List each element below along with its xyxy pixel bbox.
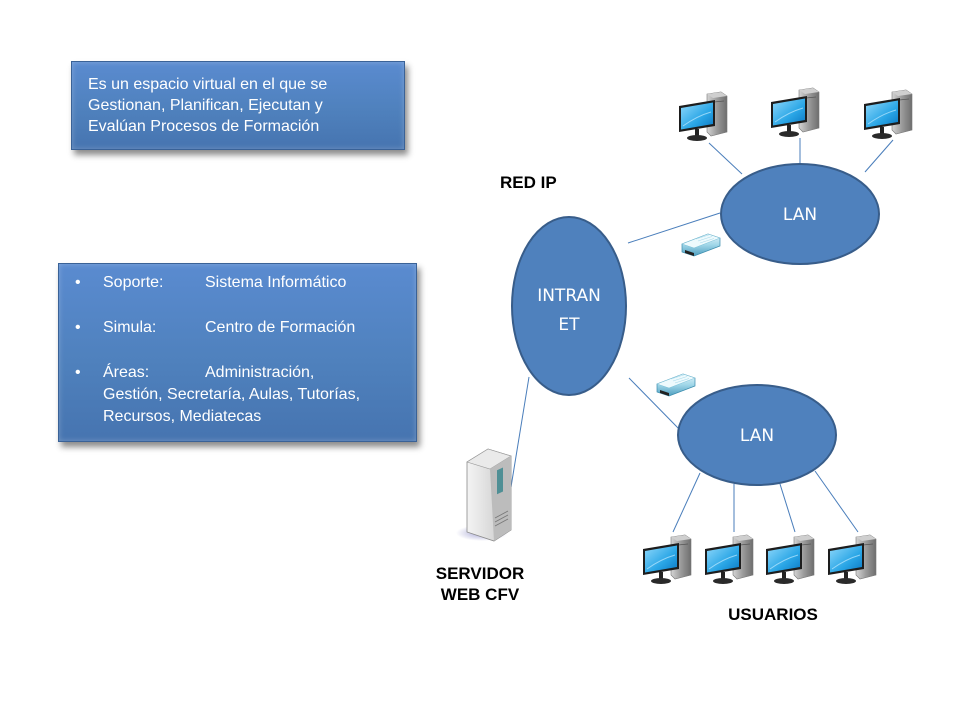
server-label: SERVIDOR WEB CFV [414,563,546,605]
bullet-icon: • [75,274,81,291]
links [510,138,894,533]
bullet-icon: • [75,364,81,381]
node-intranet-label-1: INTRAN [537,286,601,306]
definition-line: Gestionan, Planifican, Ejecutan y [88,97,323,114]
feature-value: Centro de Formación [205,319,356,336]
link-lan-top-computer-3 [864,139,894,173]
features-box: • Soporte: Sistema Informático • Simula: C… [58,263,417,442]
node-lan-top-label: LAN [783,205,817,225]
feature-item-areas: • Áreas: Administración, Gestión, Secreta… [75,362,416,428]
red-ip-title: RED IP [500,173,557,192]
link-lan-bottom-computer-1 [672,472,701,533]
feature-key: Simula: [103,319,157,336]
node-intranet: INTRAN ET [511,216,627,396]
computer-icon [678,91,728,142]
bullet-icon: • [75,319,81,336]
link-intranet-lan-bottom [628,377,681,431]
definition-box: Es un espacio virtual en el que se Gesti… [71,61,405,150]
feature-value: Sistema Informático [205,274,347,291]
computer-icon [704,534,754,585]
link-intranet-lan-top [627,212,721,244]
link-lan-bottom-computer-3 [779,483,796,533]
node-lan-bottom: LAN [677,384,837,486]
definition-line: Evalúan Procesos de Formación [88,118,320,135]
feature-item-simula: • Simula: Centro de Formación [75,317,416,339]
feature-continuation: Recursos, Mediatecas [103,408,262,425]
router-icon [681,233,721,257]
users-label: USUARIOS [728,605,818,624]
definition-line: Es un espacio virtual en el que se [88,76,328,93]
computer-icon [765,534,815,585]
feature-key: Soporte: [103,274,164,291]
server-label-line-1: SERVIDOR [435,564,525,583]
server-icon [456,448,512,542]
feature-item-soporte: • Soporte: Sistema Informático [75,272,416,294]
router-icon [656,373,696,397]
feature-continuation: Gestión, Secretaría, Aulas, Tutorías, [103,386,361,403]
computer-icon [863,89,913,140]
node-lan-top: LAN [720,163,880,265]
computer-icon [642,534,692,585]
feature-value: Administración, [205,364,315,381]
link-intranet-server [510,376,530,488]
feature-key: Áreas: [103,364,150,381]
link-lan-bottom-computer-4 [814,470,859,533]
node-lan-bottom-label: LAN [740,426,774,446]
link-lan-top-computer-1 [708,142,743,175]
server-label-line-2: WEB CFV [440,585,520,604]
node-intranet-label-2: ET [558,315,580,335]
computer-icon [827,534,877,585]
computer-icon [770,87,820,138]
